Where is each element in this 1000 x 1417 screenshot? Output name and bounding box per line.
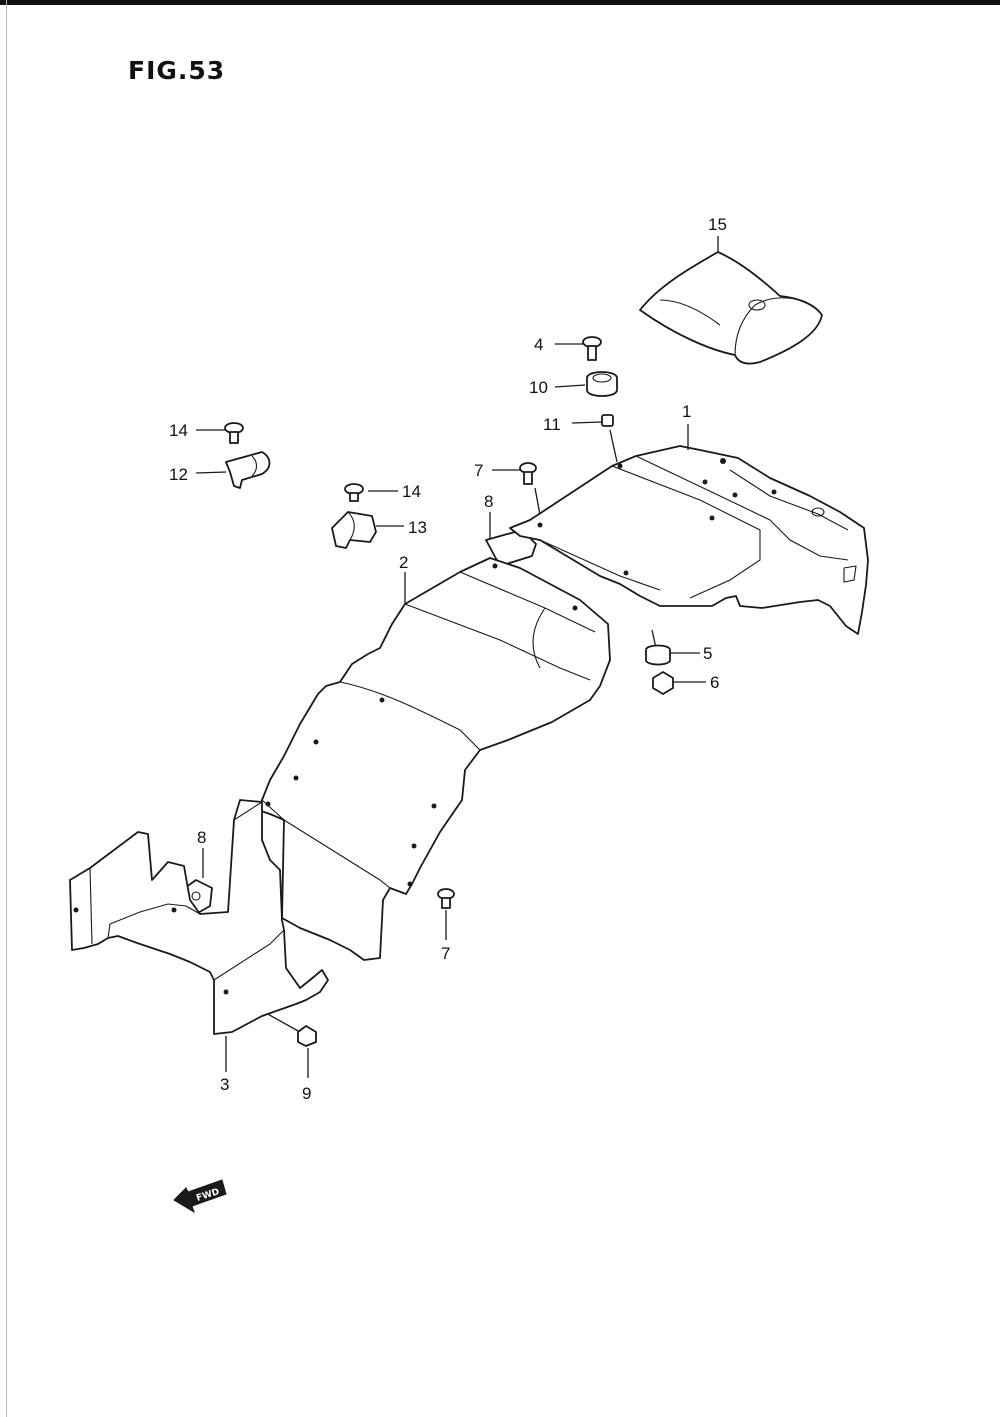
part-14a-screw[interactable]	[196, 422, 244, 444]
label-part-10: 10	[529, 378, 548, 397]
label-part-14b: 14	[402, 482, 421, 501]
label-part-9: 9	[302, 1084, 311, 1103]
part-5-grommet[interactable]	[645, 629, 700, 666]
part-7a-screw[interactable]	[492, 462, 541, 516]
part-12-clamp[interactable]	[195, 451, 271, 489]
label-part-6: 6	[710, 673, 719, 692]
part-1-rear-fender[interactable]	[509, 424, 869, 635]
part-11-nut[interactable]	[571, 414, 618, 463]
label-part-5: 5	[703, 644, 712, 663]
figure-title: FIG.53	[128, 56, 226, 85]
part-7b-screw[interactable]	[437, 888, 455, 940]
part-10-cushion[interactable]	[554, 371, 618, 397]
part-2-front-fender[interactable]	[257, 557, 611, 961]
label-part-12: 12	[169, 465, 188, 484]
label-part-8b: 8	[197, 828, 206, 847]
part-13-clamp[interactable]	[331, 511, 404, 549]
label-part-7b: 7	[441, 944, 450, 963]
left-border	[6, 0, 7, 1417]
label-part-4: 4	[534, 335, 543, 354]
part-14b-screw[interactable]	[344, 483, 398, 502]
part-6-nut[interactable]	[652, 671, 706, 695]
label-part-3: 3	[220, 1075, 229, 1094]
top-border	[0, 0, 1000, 5]
label-part-7a: 7	[474, 461, 483, 480]
label-part-15: 15	[708, 215, 727, 234]
label-part-14a: 14	[169, 421, 188, 440]
label-part-8a: 8	[484, 492, 493, 511]
label-part-13: 13	[408, 518, 427, 537]
label-part-11: 11	[543, 415, 561, 434]
fwd-arrow-icon: FWD	[173, 1179, 227, 1214]
label-part-1: 1	[682, 402, 691, 421]
part-15-cover[interactable]	[639, 236, 823, 365]
label-part-2: 2	[399, 553, 408, 572]
part-3-plate[interactable]	[69, 799, 329, 1072]
part-4-screw[interactable]	[555, 336, 602, 361]
